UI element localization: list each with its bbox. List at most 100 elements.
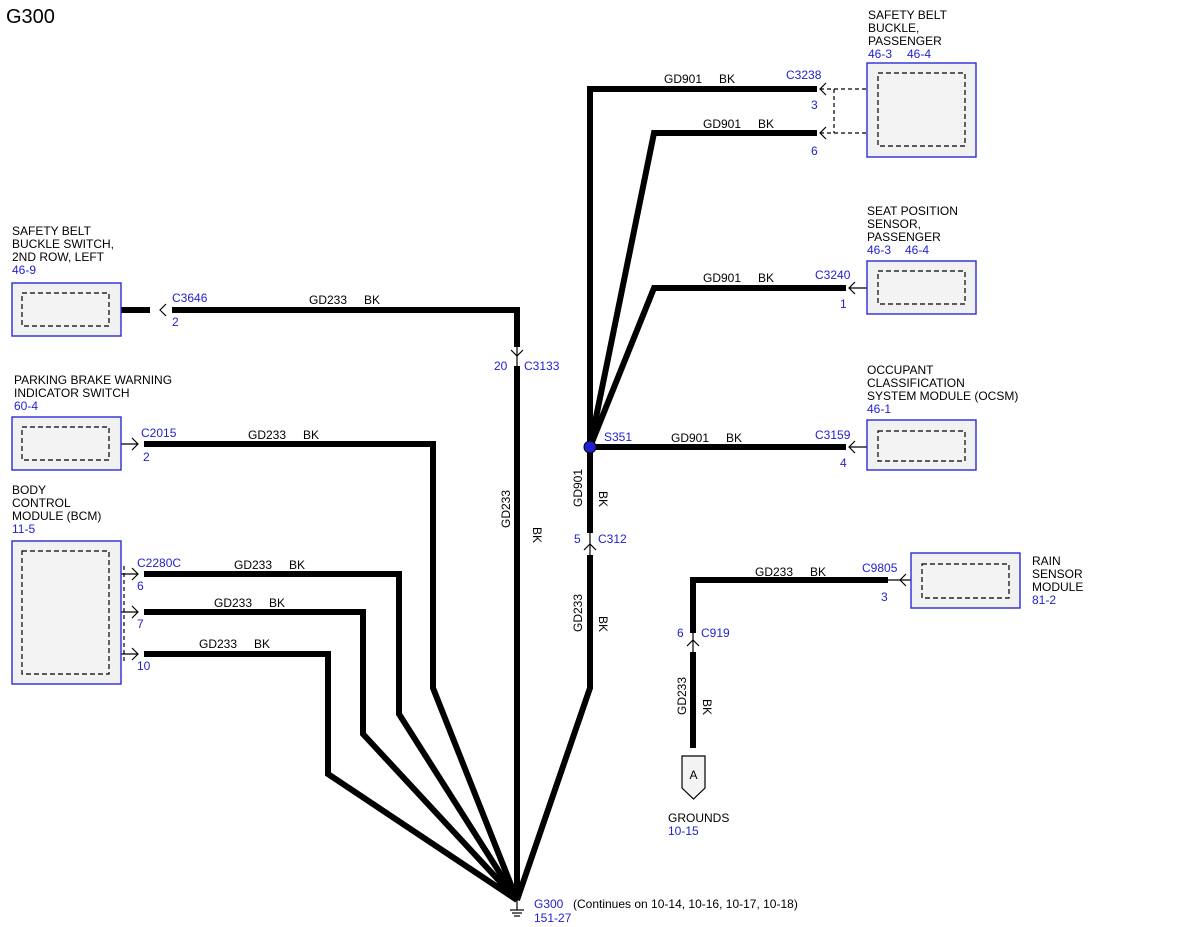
circuit-gd233-label: GD233 [499, 490, 513, 528]
circuit-gd233-label: GD233 [309, 293, 347, 307]
circuit-color-label: BK [719, 72, 735, 86]
c3240-pin-label: 1 [840, 297, 847, 311]
ocsm-name-line1: OCCUPANT [867, 363, 934, 377]
g300-ref[interactable]: 151-27 [534, 911, 572, 925]
circuit-color-label: BK [303, 428, 319, 442]
c2280c-pin6-symbol [131, 567, 139, 581]
sbs-name-line1: SAFETY BELT [12, 224, 92, 238]
component-rain-sensor-module [910, 552, 1021, 609]
c919-label[interactable]: C919 [701, 626, 730, 640]
sps-ref2[interactable]: 46-4 [905, 243, 929, 257]
c919-pin-label: 6 [677, 626, 684, 640]
rain-ref[interactable]: 81-2 [1032, 593, 1056, 607]
page-title: G300 [6, 6, 55, 28]
wire-gd233-c2280c-pin6 [144, 571, 520, 902]
sps-ref1[interactable]: 46-3 [867, 243, 891, 257]
ocsm-name-line2: CLASSIFICATION [867, 376, 965, 390]
c3238-label[interactable]: C3238 [786, 68, 822, 82]
offpage-label: GROUNDS [668, 811, 729, 825]
bcm-ref[interactable]: 11-5 [12, 522, 35, 536]
ground-symbol-g300 [510, 900, 524, 917]
sbp-ref1[interactable]: 46-3 [868, 47, 892, 61]
circuit-gd233-label: GD233 [571, 594, 585, 632]
c3646-label[interactable]: C3646 [172, 291, 208, 305]
circuit-color-label: BK [289, 558, 305, 572]
ocsm-ref[interactable]: 46-1 [867, 402, 891, 416]
ocsm-name-line3: SYSTEM MODULE (OCSM) [867, 389, 1018, 403]
sbs-name-line2: BUCKLE SWITCH, [12, 237, 114, 251]
c2015-symbol [131, 437, 139, 451]
wire-gd901-c3240 [587, 285, 846, 449]
bcm-name-line1: BODY [12, 483, 46, 497]
c919-symbol [686, 639, 700, 647]
wire-gd233-c2015 [144, 441, 520, 902]
c2280c-pin6-label: 6 [137, 579, 144, 593]
c2280c-pin7-label: 7 [137, 617, 144, 631]
circuit-gd233-label: GD233 [234, 558, 272, 572]
bcm-name-line2: CONTROL [12, 496, 71, 510]
c2015-pin-label: 2 [143, 450, 150, 464]
circuit-color-label: BK [596, 491, 610, 507]
c3646-symbol [159, 303, 167, 317]
c2280c-label[interactable]: C2280C [137, 556, 181, 570]
gd233-wires [144, 307, 888, 903]
circuit-gd901-label: GD901 [703, 117, 741, 131]
c3133-label[interactable]: C3133 [524, 359, 560, 373]
c3133-pin-label: 20 [494, 359, 508, 373]
rain-name-line2: SENSOR [1032, 567, 1083, 581]
c2280c-pin10-label: 10 [137, 659, 151, 673]
c2015-label[interactable]: C2015 [141, 426, 177, 440]
circuit-color-label: BK [530, 527, 544, 543]
c312-pin-label: 5 [574, 532, 581, 546]
circuit-gd233-label: GD233 [214, 596, 252, 610]
c3240-label[interactable]: C3240 [815, 268, 851, 282]
sbp-name-line2: BUCKLE, [868, 21, 919, 35]
component-safety-belt-buckle-switch [11, 282, 122, 337]
sbp-name-line3: PASSENGER [868, 34, 942, 48]
c3646-pin-label: 2 [172, 315, 179, 329]
pbw-name-line1: PARKING BRAKE WARNING [14, 373, 172, 387]
g300-label[interactable]: G300 [534, 897, 564, 911]
wire-gd901-c3238-pin3 [587, 86, 817, 447]
c3238-pin6-label: 6 [811, 144, 818, 158]
circuit-gd233-label: GD233 [199, 637, 237, 651]
c9805-label[interactable]: C9805 [862, 561, 898, 575]
sps-name-line3: PASSENGER [867, 230, 941, 244]
pbw-ref[interactable]: 60-4 [14, 399, 38, 413]
circuit-color-label: BK [758, 117, 774, 131]
sbs-ref[interactable]: 46-9 [12, 263, 36, 277]
wire-gd901-c3238-pin6 [587, 130, 817, 448]
circuit-labels: GD901 BK GD901 BK GD901 BK GD901 BK GD23… [199, 72, 826, 651]
c3238-pin3-label: 3 [811, 98, 818, 112]
c3159-label[interactable]: C3159 [815, 428, 851, 442]
component-safety-belt-buckle-passenger [866, 62, 977, 158]
c312-label[interactable]: C312 [598, 532, 627, 546]
wire-gd233-c3646 [172, 307, 520, 347]
circuit-gd901-label: GD901 [671, 431, 709, 445]
circuit-gd233-label: GD233 [755, 565, 793, 579]
c2280c-pin7-symbol [131, 605, 139, 619]
circuit-color-label: BK [726, 431, 742, 445]
c9805-pin-label: 3 [881, 590, 888, 604]
splice-s351 [583, 440, 597, 454]
wire-gd233-c2280c-pin7 [144, 609, 520, 903]
wire-gd233-c312-g300 [514, 555, 593, 901]
g300-continuation-note: (Continues on 10-14, 10-16, 10-17, 10-18… [573, 897, 798, 911]
circuit-gd901-label: GD901 [664, 72, 702, 86]
component-ocsm [866, 419, 977, 471]
wire-gd233-c9805 [690, 577, 888, 633]
c3159-pin-label: 4 [840, 456, 847, 470]
circuit-labels-vertical: GD233 BK GD901 BK GD233 BK GD233 BK [499, 469, 714, 715]
offpage-ref[interactable]: 10-15 [668, 824, 699, 838]
s351-label[interactable]: S351 [604, 430, 632, 444]
circuit-color-label: BK [810, 565, 826, 579]
pbw-name-line2: INDICATOR SWITCH [14, 386, 130, 400]
sps-name-line2: SENSOR, [867, 217, 921, 231]
circuit-gd901-label: GD901 [571, 469, 585, 507]
c312-symbol [583, 543, 597, 551]
circuit-color-label: BK [758, 271, 774, 285]
circuit-gd233-label: GD233 [248, 428, 286, 442]
circuit-color-label: BK [269, 596, 285, 610]
sbp-ref2[interactable]: 46-4 [907, 47, 931, 61]
